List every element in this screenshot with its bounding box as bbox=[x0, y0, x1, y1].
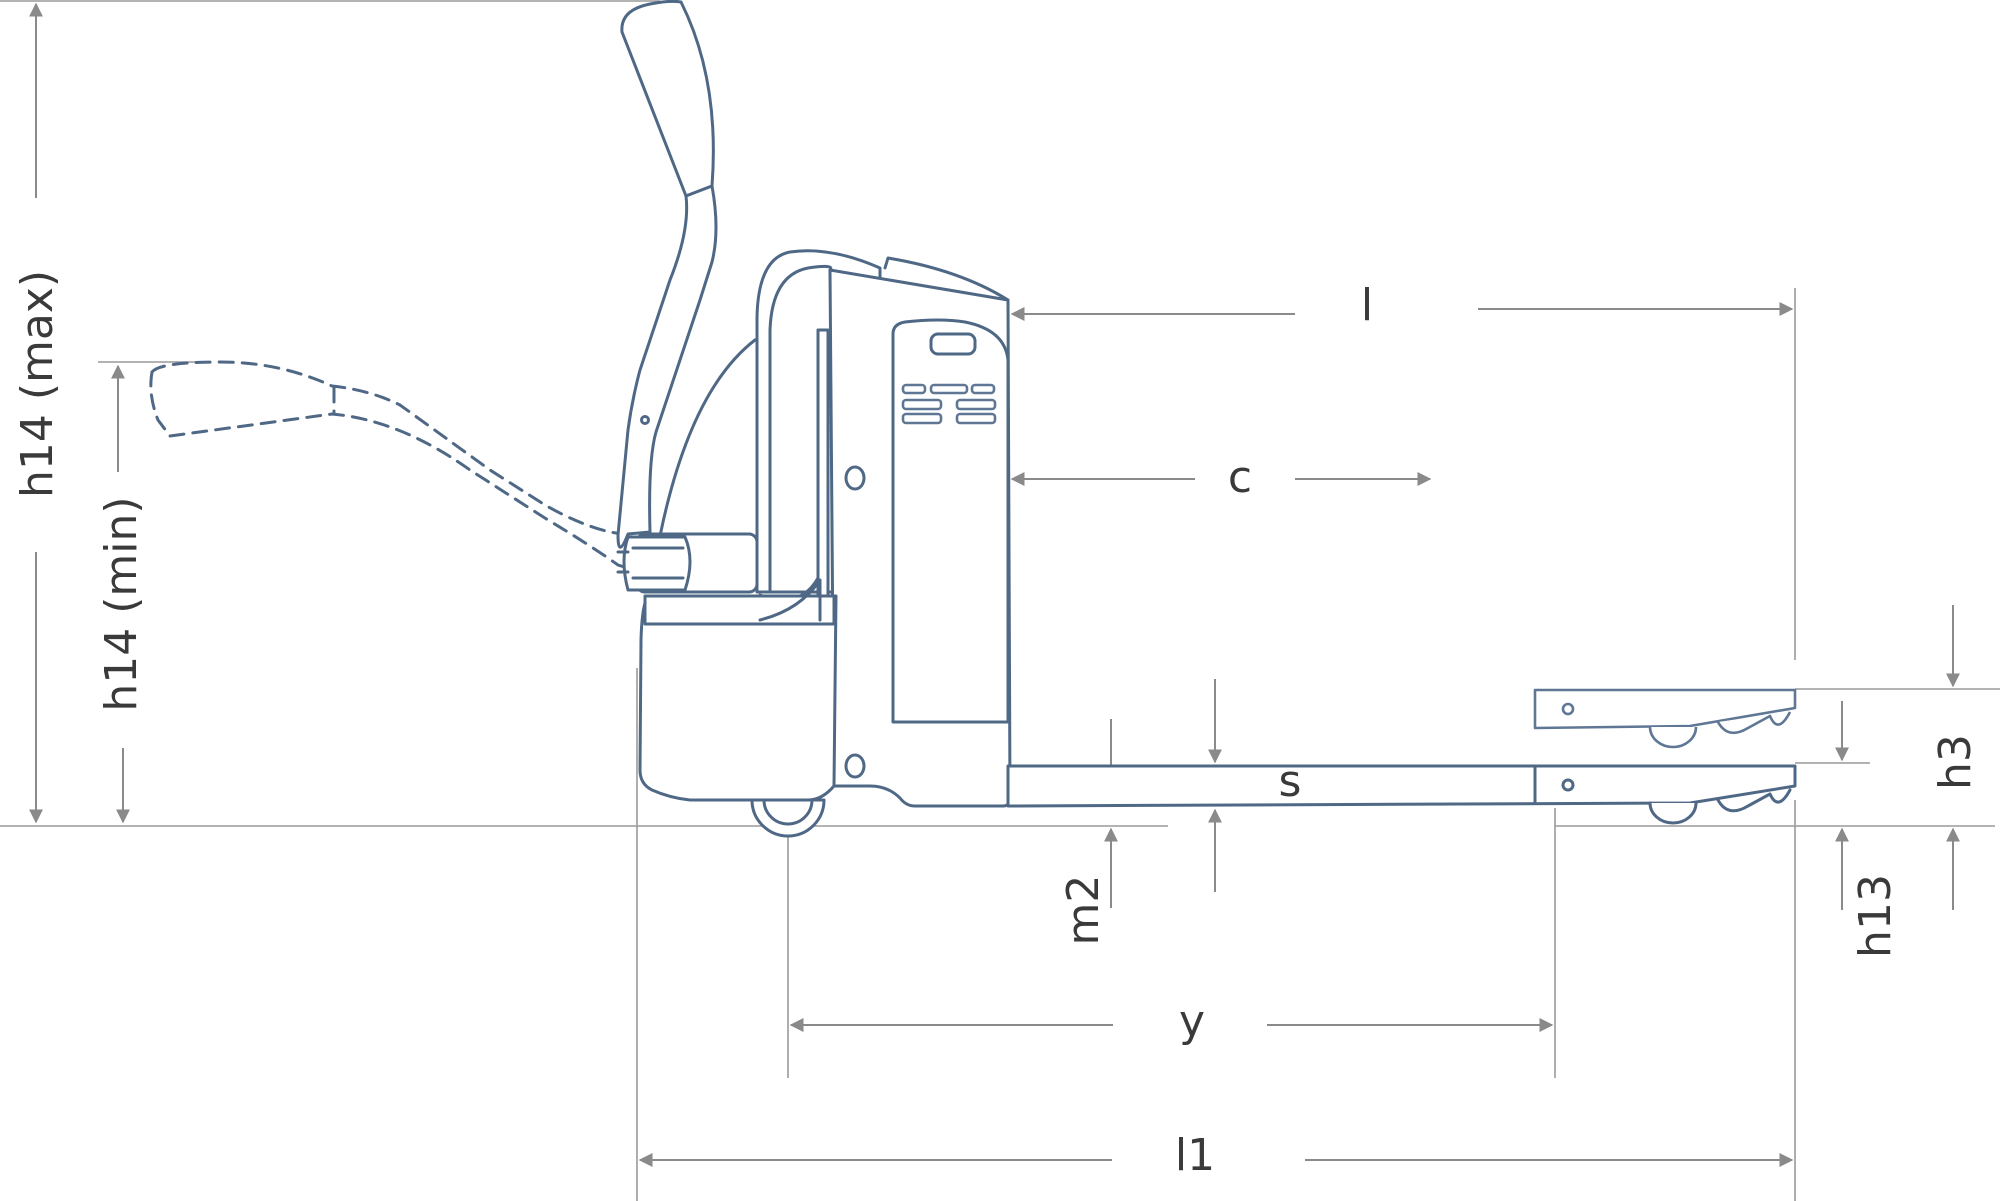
mast-column bbox=[816, 328, 830, 622]
tiller-arm bbox=[616, 184, 718, 549]
keypad-button bbox=[970, 383, 996, 395]
battery-cover bbox=[643, 594, 836, 626]
keypad-button bbox=[901, 383, 927, 395]
body-bolt-upper bbox=[844, 465, 866, 491]
truck-body bbox=[616, 249, 1012, 838]
drive-wheel bbox=[750, 798, 826, 838]
label-l: l bbox=[1361, 280, 1373, 331]
handle-hub bbox=[622, 535, 692, 592]
forks bbox=[1006, 688, 1797, 825]
keypad-button bbox=[901, 412, 943, 425]
drive-wheel-hub bbox=[762, 798, 814, 826]
label-l1: l1 bbox=[1175, 1130, 1215, 1181]
label-s: s bbox=[1279, 756, 1302, 807]
dimension-arrows bbox=[29, 2, 1960, 1167]
raised-load-roller-1 bbox=[1648, 726, 1698, 749]
drive-unit bbox=[638, 594, 838, 802]
load-roller-tandem bbox=[1716, 788, 1792, 813]
label-m2: m2 bbox=[1058, 875, 1109, 946]
fork-pin bbox=[1561, 778, 1575, 792]
fork-lowered bbox=[1006, 764, 1797, 808]
handle-support-curve bbox=[658, 338, 757, 538]
label-y: y bbox=[1179, 996, 1205, 1047]
dimension-labels: h14 (max) h14 (min) l c s m2 h3 h13 y l1 bbox=[12, 270, 1981, 1181]
label-h14-max: h14 (max) bbox=[12, 270, 63, 498]
tiller-grip bbox=[620, 0, 715, 198]
top-cover bbox=[883, 256, 1010, 302]
raised-load-roller-tandem bbox=[1716, 711, 1792, 735]
keypad-button bbox=[955, 398, 997, 411]
keypad-button bbox=[929, 383, 969, 395]
label-c: c bbox=[1228, 452, 1252, 503]
cover-fillet bbox=[758, 578, 822, 622]
label-h3: h3 bbox=[1930, 734, 1981, 790]
label-h14-min: h14 (min) bbox=[96, 496, 147, 711]
fork-raised bbox=[1533, 688, 1797, 749]
keypad bbox=[901, 383, 997, 425]
tiller-handle-lowered-position bbox=[149, 360, 630, 570]
tiller-pivot-dot bbox=[640, 415, 650, 425]
rear-housing-inner bbox=[768, 264, 833, 594]
display-screen bbox=[929, 332, 977, 356]
lowered-handle-lower-edge bbox=[149, 370, 630, 570]
lowered-handle-upper-edge bbox=[150, 360, 630, 537]
body-bolt-lower bbox=[844, 753, 866, 779]
control-panel bbox=[891, 318, 1010, 724]
label-h13: h13 bbox=[1850, 874, 1901, 958]
keypad-button bbox=[955, 412, 997, 425]
raised-fork-tip bbox=[1533, 688, 1797, 730]
keypad-button bbox=[901, 398, 943, 411]
load-roller-1 bbox=[1648, 801, 1698, 825]
tiller-handle bbox=[616, 0, 718, 549]
raised-fork-pin bbox=[1561, 702, 1575, 716]
